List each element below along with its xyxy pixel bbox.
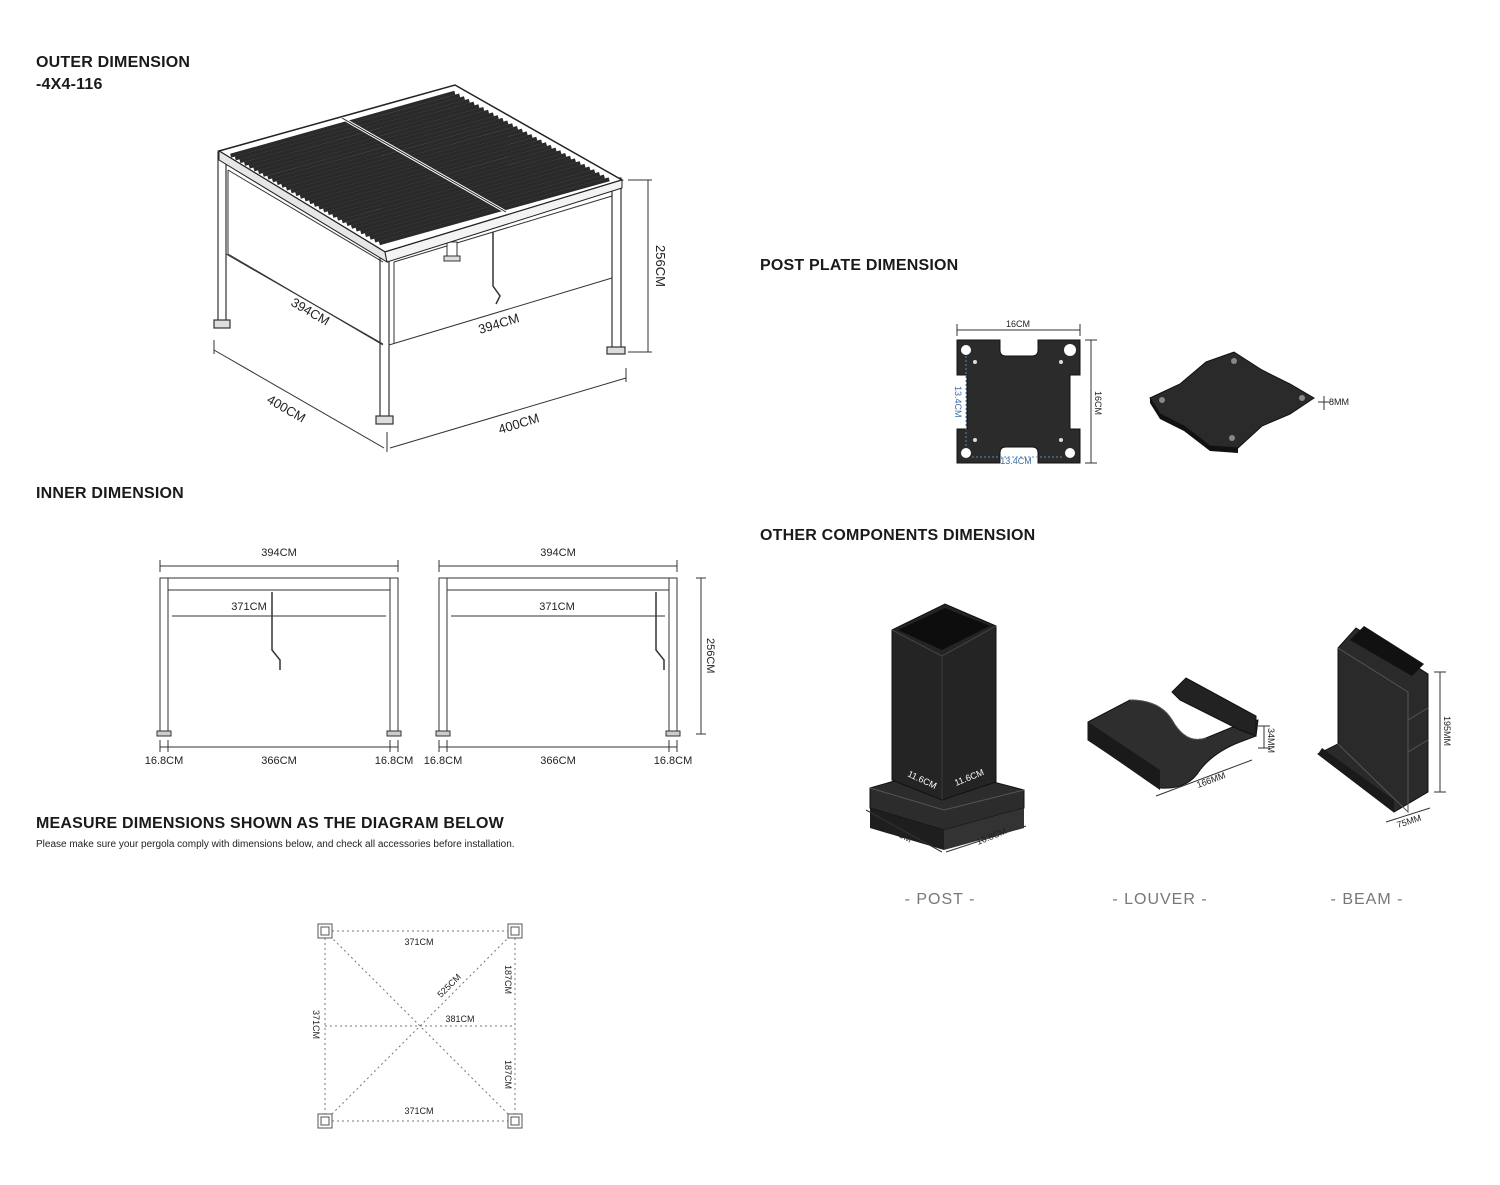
roof-louver xyxy=(248,101,475,169)
roof-louver xyxy=(244,98,470,166)
roof-louver xyxy=(364,169,596,237)
measure-top-label: 371CM xyxy=(404,937,433,947)
roof-louver xyxy=(262,109,490,177)
roof-louver xyxy=(267,112,494,180)
inner-dimension-title: INNER DIMENSION xyxy=(36,485,184,502)
measure-right-bottom-label: 187CM xyxy=(503,1060,513,1089)
post-plate-iso: 8MM xyxy=(1149,351,1349,453)
roof-louver xyxy=(304,134,533,202)
beam-width-label: 75MM xyxy=(1396,813,1423,830)
inner-right-top-width: 394CM xyxy=(540,547,575,559)
roof-louver xyxy=(350,161,581,229)
measure-diagonal-label: 525CM xyxy=(435,972,463,1000)
outer-inner-width-left-label: 394CM xyxy=(289,295,333,329)
inner-right-post-left: 16.8CM xyxy=(424,755,463,767)
measure-right-top-label: 187CM xyxy=(503,965,513,994)
model-number: -4X4-116 xyxy=(36,76,103,93)
roof-louver xyxy=(290,125,519,194)
post-plate-flat: 16CM 16CM 13.4CM 13.4CM xyxy=(953,319,1103,466)
roof-louver xyxy=(346,158,576,227)
roof-louver xyxy=(374,174,605,243)
inner-right-beam-width: 371CM xyxy=(539,601,574,613)
plate-width-label: 16CM xyxy=(1006,319,1030,329)
roof-louver xyxy=(327,147,557,216)
outer-inner-width-right-label: 394CM xyxy=(476,310,520,337)
outer-height-label: 256CM xyxy=(653,245,668,287)
inner-left-span: 366CM xyxy=(261,755,296,767)
roof-louver xyxy=(369,171,601,240)
roof-louver xyxy=(355,163,586,232)
louver-height-label: 34MM xyxy=(1266,728,1276,753)
height-dimension-line xyxy=(628,179,652,353)
roof-louver xyxy=(336,153,567,221)
plate-height-label: 16CM xyxy=(1093,391,1103,415)
inner-left-top-width: 394CM xyxy=(261,547,296,559)
plate-hole-h-label: 13.4CM xyxy=(1000,456,1032,466)
outer-dimension-title: OUTER DIMENSION xyxy=(36,54,191,71)
louver-component: 34MM 166MM xyxy=(1087,677,1276,797)
inner-left-post-right: 16.8CM xyxy=(375,755,414,767)
inner-right-drawing: 394CM 371CM 16.8CM 366CM 16.8CM 256CM xyxy=(424,547,716,767)
roof-louver xyxy=(271,115,499,183)
inner-left-post-left: 16.8CM xyxy=(145,755,184,767)
roof-louver xyxy=(239,96,466,164)
measure-diagram: 371CM 371CM 371CM 525CM 381CM 187CM 187C… xyxy=(311,923,523,1129)
roof-louver xyxy=(299,131,528,199)
outer-depth-label: 400CM xyxy=(265,392,309,426)
outer-base-dimension-lines xyxy=(213,340,627,452)
pergola-frame xyxy=(225,169,613,346)
inner-right-height: 256CM xyxy=(704,638,716,673)
inner-left-beam-width: 371CM xyxy=(231,601,266,613)
post-caption: - POST - xyxy=(904,891,976,908)
roof-louver xyxy=(341,155,572,224)
inner-right-span: 366CM xyxy=(540,755,575,767)
plate-thickness-label: 8MM xyxy=(1329,397,1349,407)
louver-caption: - LOUVER - xyxy=(1112,891,1208,908)
post-component: 11.6CM 11.6CM 16.8CM 16.8CM xyxy=(865,603,1027,853)
beam-height-label: 195MM xyxy=(1442,716,1452,746)
roof-louver xyxy=(309,136,538,205)
measure-middle-label: 381CM xyxy=(445,1014,474,1024)
louver-width-label: 166MM xyxy=(1195,770,1227,790)
beam-component: 195MM 75MM xyxy=(1317,626,1452,830)
roof-louver xyxy=(313,139,543,207)
measure-title: MEASURE DIMENSIONS SHOWN AS THE DIAGRAM … xyxy=(36,815,504,832)
roof-louver xyxy=(257,107,485,175)
roof-louver xyxy=(234,93,461,161)
inner-right-post-right: 16.8CM xyxy=(654,755,693,767)
roof-louver xyxy=(253,104,480,172)
roof-louver xyxy=(285,123,514,191)
roof-louver xyxy=(332,150,562,218)
beam-caption: - BEAM - xyxy=(1330,891,1404,908)
roof-louver xyxy=(276,117,504,186)
measure-bottom-label: 371CM xyxy=(404,1106,433,1116)
roof-louver xyxy=(318,142,548,210)
roof-louver xyxy=(295,128,523,196)
measure-left-label: 371CM xyxy=(311,1010,321,1039)
post-plate-title: POST PLATE DIMENSION xyxy=(760,257,959,274)
roof-louver xyxy=(230,90,456,158)
roof-louver xyxy=(281,120,509,188)
inner-left-drawing: 394CM 371CM 16.8CM 366CM 16.8CM xyxy=(145,547,414,767)
roof-louver xyxy=(378,177,610,246)
roof-louver xyxy=(360,166,591,235)
pergola-roof xyxy=(217,84,624,264)
plate-hole-v-label: 13.4CM xyxy=(953,386,963,418)
roof-louver xyxy=(323,144,552,213)
measure-note: Please make sure your pergola comply wit… xyxy=(36,839,515,850)
components-title: OTHER COMPONENTS DIMENSION xyxy=(760,527,1036,544)
